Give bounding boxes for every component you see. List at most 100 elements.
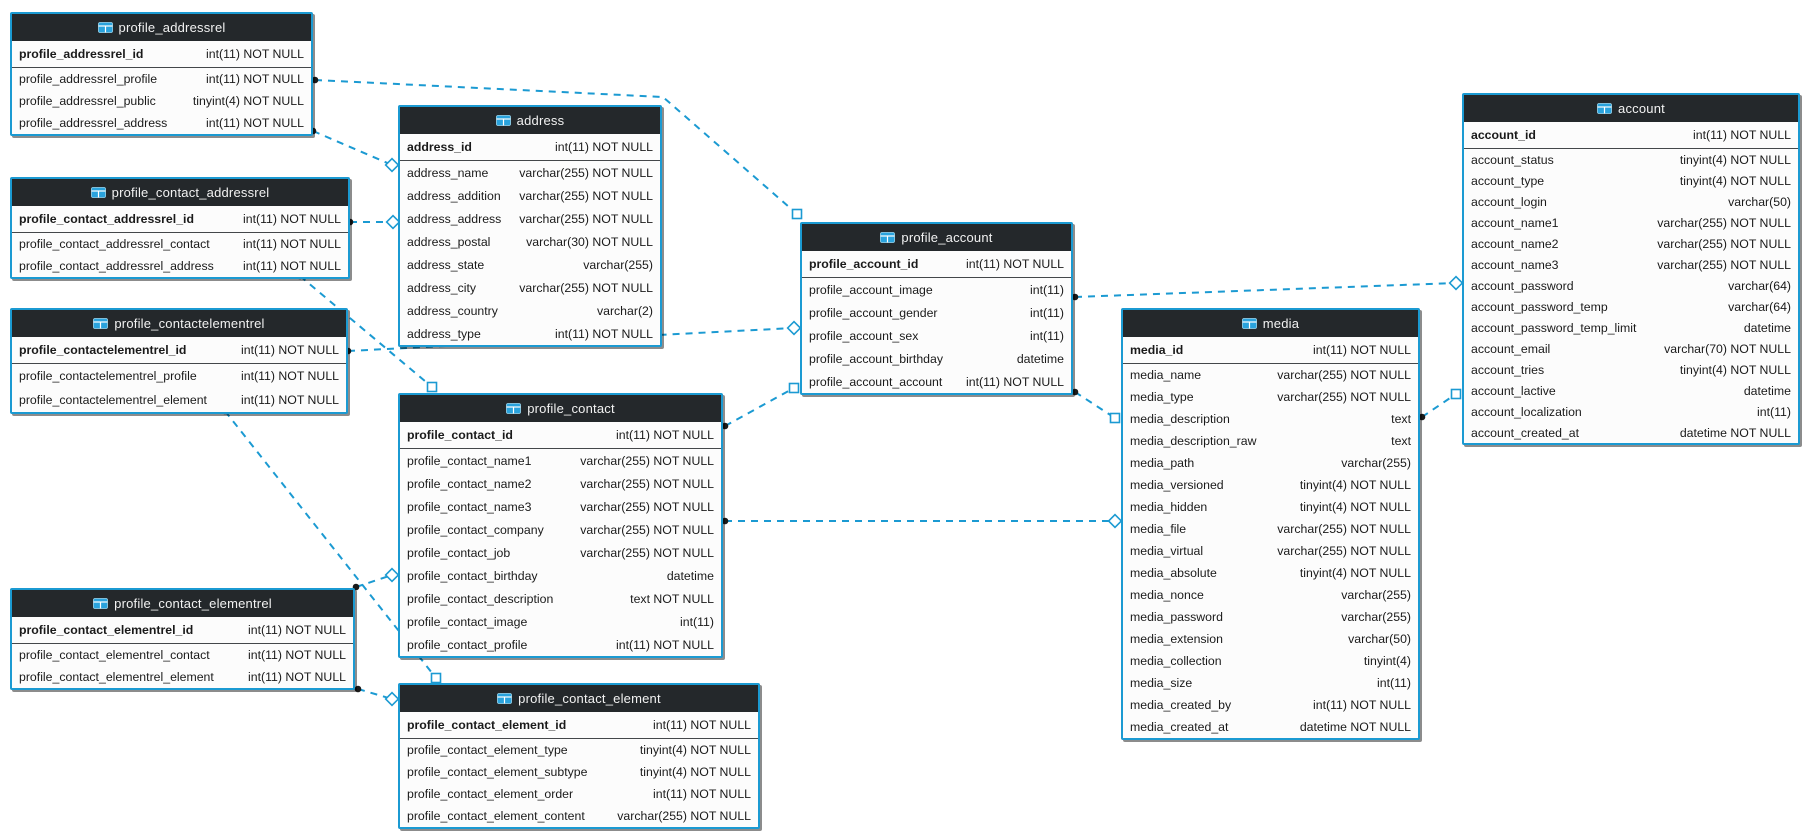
table-header[interactable]: address: [400, 107, 660, 134]
column-name: profile_contact_name3: [407, 499, 532, 514]
column-type: varchar(255) NOT NULL: [580, 476, 714, 491]
column-row: media_path varchar(255): [1123, 452, 1418, 474]
column-type: int(11) NOT NULL: [966, 374, 1064, 389]
table-header[interactable]: account: [1464, 95, 1798, 122]
table-profile_contactelementrel[interactable]: profile_contactelementrel profile_contact…: [10, 308, 348, 414]
column-type: int(11): [1030, 282, 1064, 297]
table-title: profile_addressrel: [118, 20, 226, 35]
relationship-profile_account-to-media[interactable]: [1074, 391, 1116, 419]
relationship-end-square: [426, 381, 438, 393]
column-name: media_path: [1130, 456, 1195, 470]
column-name: profile_account_birthday: [809, 351, 943, 366]
relationship-profile_addressrel-to-address[interactable]: [312, 130, 393, 166]
column-name: media_versioned: [1130, 478, 1224, 492]
table-header[interactable]: profile_contact: [400, 395, 721, 422]
column-name: profile_account_account: [809, 374, 943, 389]
column-name: media_nonce: [1130, 588, 1204, 602]
column-type: varchar(255): [1341, 588, 1411, 602]
column-type: varchar(255): [1341, 456, 1411, 470]
column-name: media_collection: [1130, 654, 1222, 668]
column-name: profile_contact_element_id: [407, 718, 567, 732]
column-name: account_name3: [1471, 257, 1559, 272]
relationship-profile_contact_elementrel-to-profile_contact[interactable]: [355, 574, 393, 588]
column-type: varchar(255) NOT NULL: [617, 809, 751, 823]
column-type: varchar(255) NOT NULL: [519, 211, 653, 226]
column-type: int(11) NOT NULL: [241, 393, 339, 407]
column-type: int(11) NOT NULL: [616, 637, 714, 652]
column-name: profile_contactelementrel_element: [19, 393, 207, 407]
column-name: media_created_at: [1130, 720, 1229, 734]
column-name: profile_contact_addressrel_id: [19, 212, 194, 226]
relationship-end-diamond: [384, 567, 400, 583]
table-profile_account[interactable]: profile_account profile_account_id int(11)…: [800, 222, 1073, 395]
relationship-end-diamond: [1107, 513, 1123, 529]
table-header[interactable]: profile_contactelementrel: [12, 310, 346, 337]
column-name: account_password: [1471, 278, 1574, 293]
table-header[interactable]: profile_contact_addressrel: [12, 179, 348, 206]
column-type: int(11) NOT NULL: [966, 257, 1064, 271]
table-header[interactable]: profile_account: [802, 224, 1071, 251]
column-name: account_lactive: [1471, 383, 1556, 398]
column-name: profile_account_id: [809, 257, 919, 271]
relationship-start-dot: [721, 517, 729, 525]
column-name: address_postal: [407, 234, 491, 249]
column-name: account_email: [1471, 341, 1551, 356]
table-profile_contact_addressrel[interactable]: profile_contact_addressrel profile_contac…: [10, 177, 350, 279]
column-type: varchar(255) NOT NULL: [1277, 390, 1411, 404]
table-header[interactable]: profile_addressrel: [12, 14, 311, 41]
column-type: varchar(255) NOT NULL: [1657, 236, 1791, 251]
column-type: varchar(255) NOT NULL: [580, 522, 714, 537]
column-name: profile_contact_name2: [407, 476, 532, 491]
column-type: tinyint(4) NOT NULL: [1299, 500, 1411, 514]
table-title: profile_contact_addressrel: [111, 185, 270, 200]
relationship-profile_contact_addressrel-to-profile_contact[interactable]: [299, 275, 433, 388]
table-header[interactable]: profile_contact_element: [400, 685, 758, 712]
column-type: varchar(64): [1728, 299, 1791, 314]
table-profile_contact_elementrel[interactable]: profile_contact_elementrel profile_contac…: [10, 588, 355, 690]
column-type: text NOT NULL: [630, 591, 714, 606]
column-row: media_created_at datetime NOT NULL: [1123, 716, 1418, 738]
table-icon: [497, 693, 513, 704]
column-type: datetime: [1743, 383, 1791, 398]
relationship-end-square: [1109, 412, 1121, 424]
relationship-profile_account-to-account[interactable]: [1074, 282, 1457, 298]
table-header[interactable]: profile_contact_elementrel: [12, 590, 353, 617]
column-name: profile_contact_element_order: [407, 787, 574, 801]
relationship-end-diamond: [385, 214, 401, 230]
table-icon: [93, 318, 109, 329]
column-type: varchar(255) NOT NULL: [580, 545, 714, 560]
relationship-media-to-account[interactable]: [1421, 393, 1457, 418]
table-header[interactable]: media: [1123, 310, 1418, 337]
column-type: datetime NOT NULL: [1299, 720, 1411, 734]
relationship-profile_contactelementrel-to-profile_contact_element[interactable]: [224, 410, 437, 679]
relationship-start-dot: [721, 422, 729, 430]
column-name: address_country: [407, 303, 498, 318]
column-type: int(11) NOT NULL: [653, 787, 751, 801]
column-name: account_tries: [1471, 362, 1545, 377]
table-title: media: [1262, 316, 1300, 331]
relationship-profile_contact-to-profile_account[interactable]: [724, 387, 795, 427]
table-title: profile_contact: [527, 401, 615, 416]
